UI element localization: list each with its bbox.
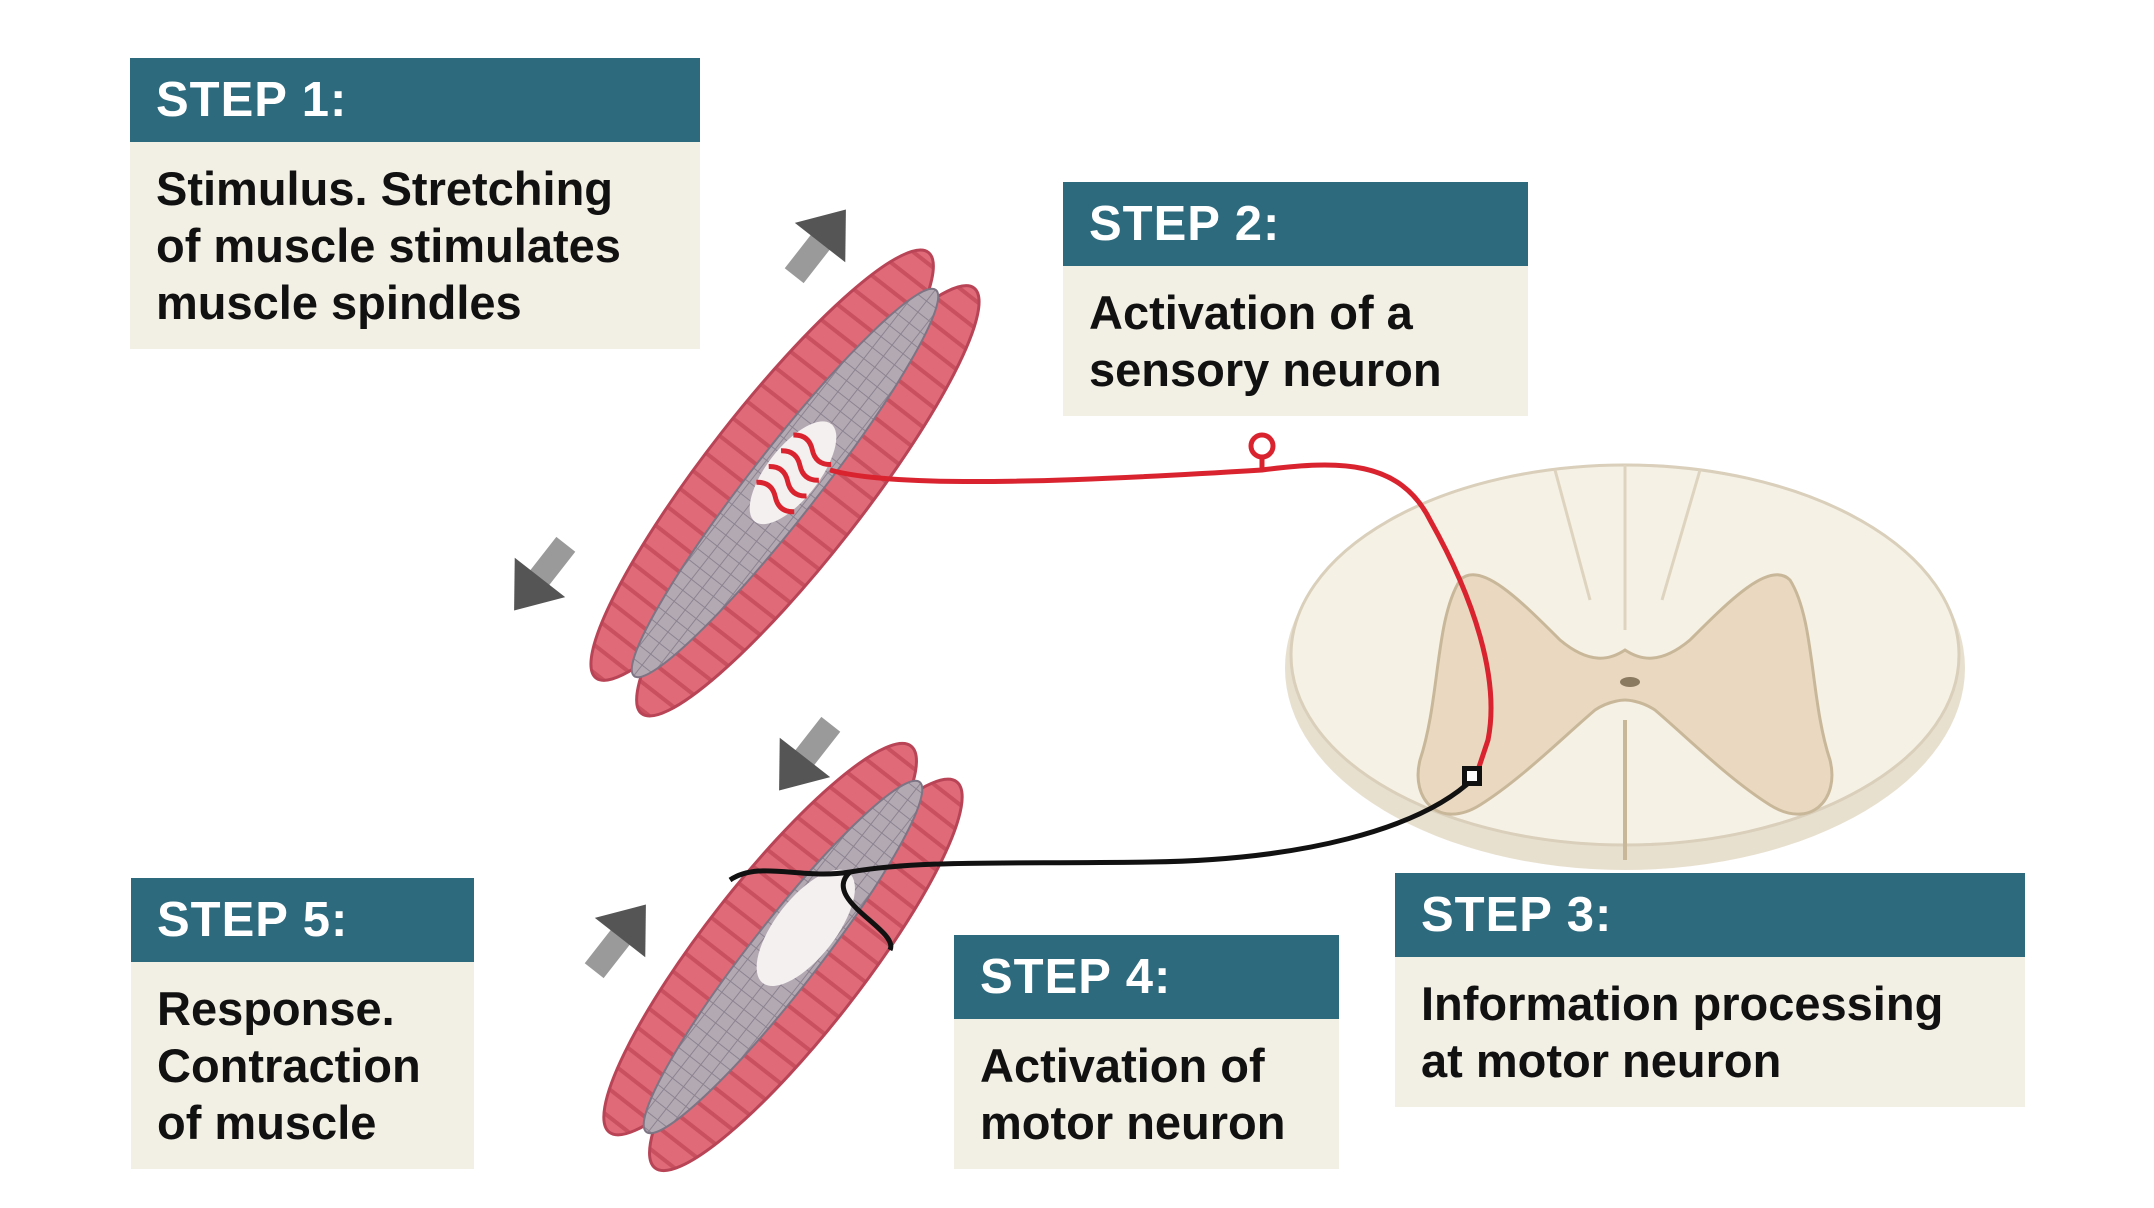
arrow-contract-down-icon bbox=[779, 716, 841, 791]
motor-neuron bbox=[728, 776, 1476, 883]
step-4-header: STEP 4: bbox=[954, 935, 1339, 1019]
step-5-header: STEP 5: bbox=[131, 878, 474, 962]
sensory-cell-body bbox=[1248, 432, 1276, 460]
step-1: STEP 1: Stimulus. Stretching of muscle s… bbox=[130, 58, 700, 349]
step-1-text: Stimulus. Stretching of muscle stimulate… bbox=[130, 142, 700, 349]
step-3-text: Information processing at motor neuron bbox=[1395, 957, 2025, 1107]
arrow-stretch-down-icon bbox=[514, 536, 576, 611]
step-5-text: Response. Contraction of muscle bbox=[131, 962, 474, 1169]
step-2: STEP 2: Activation of a sensory neuron bbox=[1063, 182, 1528, 416]
step-2-text: Activation of a sensory neuron bbox=[1063, 266, 1528, 416]
muscle-lower bbox=[602, 741, 964, 1173]
step-2-header: STEP 2: bbox=[1063, 182, 1528, 266]
grey-matter bbox=[1416, 573, 1834, 816]
step-3: STEP 3: Information processing at motor … bbox=[1395, 873, 2025, 1107]
spinal-cord bbox=[1285, 463, 1965, 870]
arrow-contract-up-icon bbox=[584, 904, 646, 979]
muscle-spindle bbox=[749, 421, 837, 525]
step-1-header: STEP 1: bbox=[130, 58, 700, 142]
sensory-neuron bbox=[829, 462, 1494, 771]
muscle-upper bbox=[589, 248, 981, 718]
arrow-stretch-up-icon bbox=[784, 209, 846, 284]
step-3-header: STEP 3: bbox=[1395, 873, 2025, 957]
step-5: STEP 5: Response. Contraction of muscle bbox=[131, 878, 474, 1169]
step-4: STEP 4: Activation of motor neuron bbox=[954, 935, 1339, 1169]
step-4-text: Activation of motor neuron bbox=[954, 1019, 1339, 1169]
